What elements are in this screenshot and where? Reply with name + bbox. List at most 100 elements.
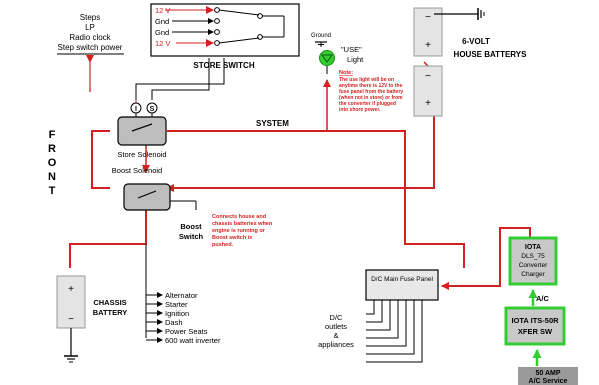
- terminal-s-label: S: [150, 106, 155, 113]
- chassis-load: 600 watt inverter: [165, 336, 221, 345]
- shore-service: 50 AMP A/C Service: [518, 367, 578, 385]
- fuse-output: [366, 300, 415, 355]
- store-switch-row3: Gnd: [155, 28, 169, 37]
- use-light-lamp: [319, 50, 335, 66]
- shore-service-label-1: 50 AMP: [535, 370, 560, 377]
- outlets-label-2: outlets: [325, 322, 347, 331]
- wire-converter-fuse: [441, 227, 531, 290]
- note-title: Note:: [339, 70, 353, 76]
- note-line-1: The use light will be on: [339, 77, 394, 83]
- note-line-3: fuse panel from the battery: [339, 89, 403, 95]
- store-switch-row1: 12 V: [155, 6, 170, 15]
- wire-left-loop: [91, 130, 110, 189]
- store-switch-row2: Gnd: [155, 17, 169, 26]
- load-steps: Steps: [80, 13, 100, 22]
- fuse-output: [366, 300, 391, 331]
- store-switch: 12 V Gnd Gnd 12 V STORE SWITCH: [150, 3, 300, 70]
- house-battery-2-minus: −: [425, 71, 431, 82]
- boost-solenoid-label: Boost Solenoid: [112, 166, 162, 175]
- front-letter: F: [49, 129, 56, 141]
- house-battery-2-plus: +: [425, 98, 431, 109]
- fuse-panel-outputs: [366, 300, 423, 363]
- outlets-label-1: D/C: [330, 313, 344, 322]
- load-radio-clock: Radio clock: [69, 33, 111, 42]
- terminal-dot: [214, 40, 220, 46]
- store-solenoid-label: Store Solenoid: [117, 150, 166, 159]
- store-solenoid-body: [117, 116, 167, 146]
- ground-label: Ground: [311, 33, 331, 39]
- house-battery-1-minus: −: [425, 12, 431, 23]
- note-line-6: into shore power.: [339, 107, 381, 113]
- shore-service-box: [518, 367, 578, 385]
- fuse-output: [366, 300, 399, 339]
- chassis-battery-label-2: BATTERY: [93, 308, 128, 317]
- boost-note-line-1: Connects house and: [212, 214, 266, 220]
- note-line-2: anytime there is 12V to the: [339, 83, 403, 89]
- house-battery-1: [413, 7, 443, 57]
- solenoid-contact: [131, 123, 153, 132]
- fuse-output: [366, 300, 383, 323]
- chassis-battery: + − CHASSIS BATTERY: [56, 275, 128, 363]
- boost-note-line-4: Boost switch is: [212, 235, 252, 241]
- terminal-dot: [214, 7, 220, 13]
- terminal-dot: [257, 34, 263, 40]
- fuse-panel: D/C Main Fuse Panel D/C outlets & applia…: [318, 269, 439, 363]
- boost-note-line-3: engine is running or: [212, 228, 266, 234]
- terminal-dot: [214, 29, 220, 35]
- house-battery-1-plus: +: [425, 40, 431, 51]
- converter-box: [508, 236, 558, 286]
- wire-system: [167, 130, 465, 268]
- led-icon: [321, 54, 333, 63]
- front-label: F R O N T: [48, 129, 57, 197]
- note-line-5: the converter if plugged: [339, 101, 396, 107]
- load-lp: LP: [85, 23, 95, 32]
- boost-solenoid: Boost Solenoid Boost Switch: [112, 166, 204, 241]
- front-letter: R: [48, 143, 56, 155]
- house-batteries: − + − + 6-VOLT HOUSE BATTERYS: [413, 7, 528, 117]
- terminal-dot: [257, 13, 263, 19]
- boost-switch-label-1: Boost: [180, 222, 202, 231]
- use-light-label-2: Light: [347, 55, 364, 64]
- house-batteries-label-1: 6-VOLT: [462, 37, 490, 46]
- transfer-switch: IOTA ITS-50R XFER SW: [504, 306, 566, 366]
- wire-house-to-boost: [166, 95, 435, 192]
- fuse-output: [366, 300, 407, 347]
- store-switch-box: [150, 3, 300, 57]
- fuse-output: [366, 300, 423, 363]
- converter: IOTA DLS_75 Converter Charger A/C: [508, 236, 558, 306]
- house-batteries-label-2: HOUSE BATTERYS: [454, 50, 528, 59]
- boost-note: Connects house and chassis batteries whe…: [212, 214, 273, 248]
- top-left-loads: Steps LP Radio clock Step switch power: [57, 13, 124, 55]
- house-battery-2: [413, 65, 443, 117]
- solenoid-contact: [137, 190, 157, 199]
- boost-note-line-5: pushed.: [212, 242, 234, 248]
- note-line-4: (when not in store) or from: [339, 95, 403, 101]
- fuse-output: [366, 300, 375, 315]
- outlets-label-3: &: [333, 331, 338, 340]
- front-letter: T: [49, 185, 56, 197]
- converter-label-4: Charger: [521, 271, 545, 278]
- load-step-switch-power: Step switch power: [58, 43, 123, 52]
- chassis-loads: Alternator Starter Ignition Dash Power S…: [145, 244, 221, 345]
- switch-lever: [218, 9, 260, 16]
- use-light-label-1: "USE": [341, 45, 362, 54]
- converter-label-1: IOTA: [525, 244, 541, 251]
- wire-switch-to-i: [135, 58, 225, 100]
- transfer-switch-label-1: IOTA ITS-50R: [511, 316, 559, 325]
- store-solenoid: I S Store Solenoid: [117, 102, 167, 159]
- outlets-label-4: appliances: [318, 340, 354, 349]
- shore-service-label-2: A/C Service: [529, 378, 568, 385]
- use-light: Ground "USE" Light Note: The use light w…: [311, 33, 403, 113]
- fuse-panel-box: [365, 269, 439, 301]
- switch-lever: [218, 37, 260, 44]
- chassis-load: Ignition: [165, 309, 189, 318]
- converter-label-2: DLS_75: [521, 253, 545, 260]
- chassis-load: Starter: [165, 300, 188, 309]
- chassis-battery-minus: −: [68, 314, 74, 325]
- terminal-dot: [214, 18, 220, 24]
- converter-label-3: Converter: [519, 262, 548, 269]
- system-label: SYSTEM: [256, 119, 289, 128]
- chassis-battery-label-1: CHASSIS: [93, 298, 126, 307]
- fuse-panel-title: D/C Main Fuse Panel: [371, 276, 433, 283]
